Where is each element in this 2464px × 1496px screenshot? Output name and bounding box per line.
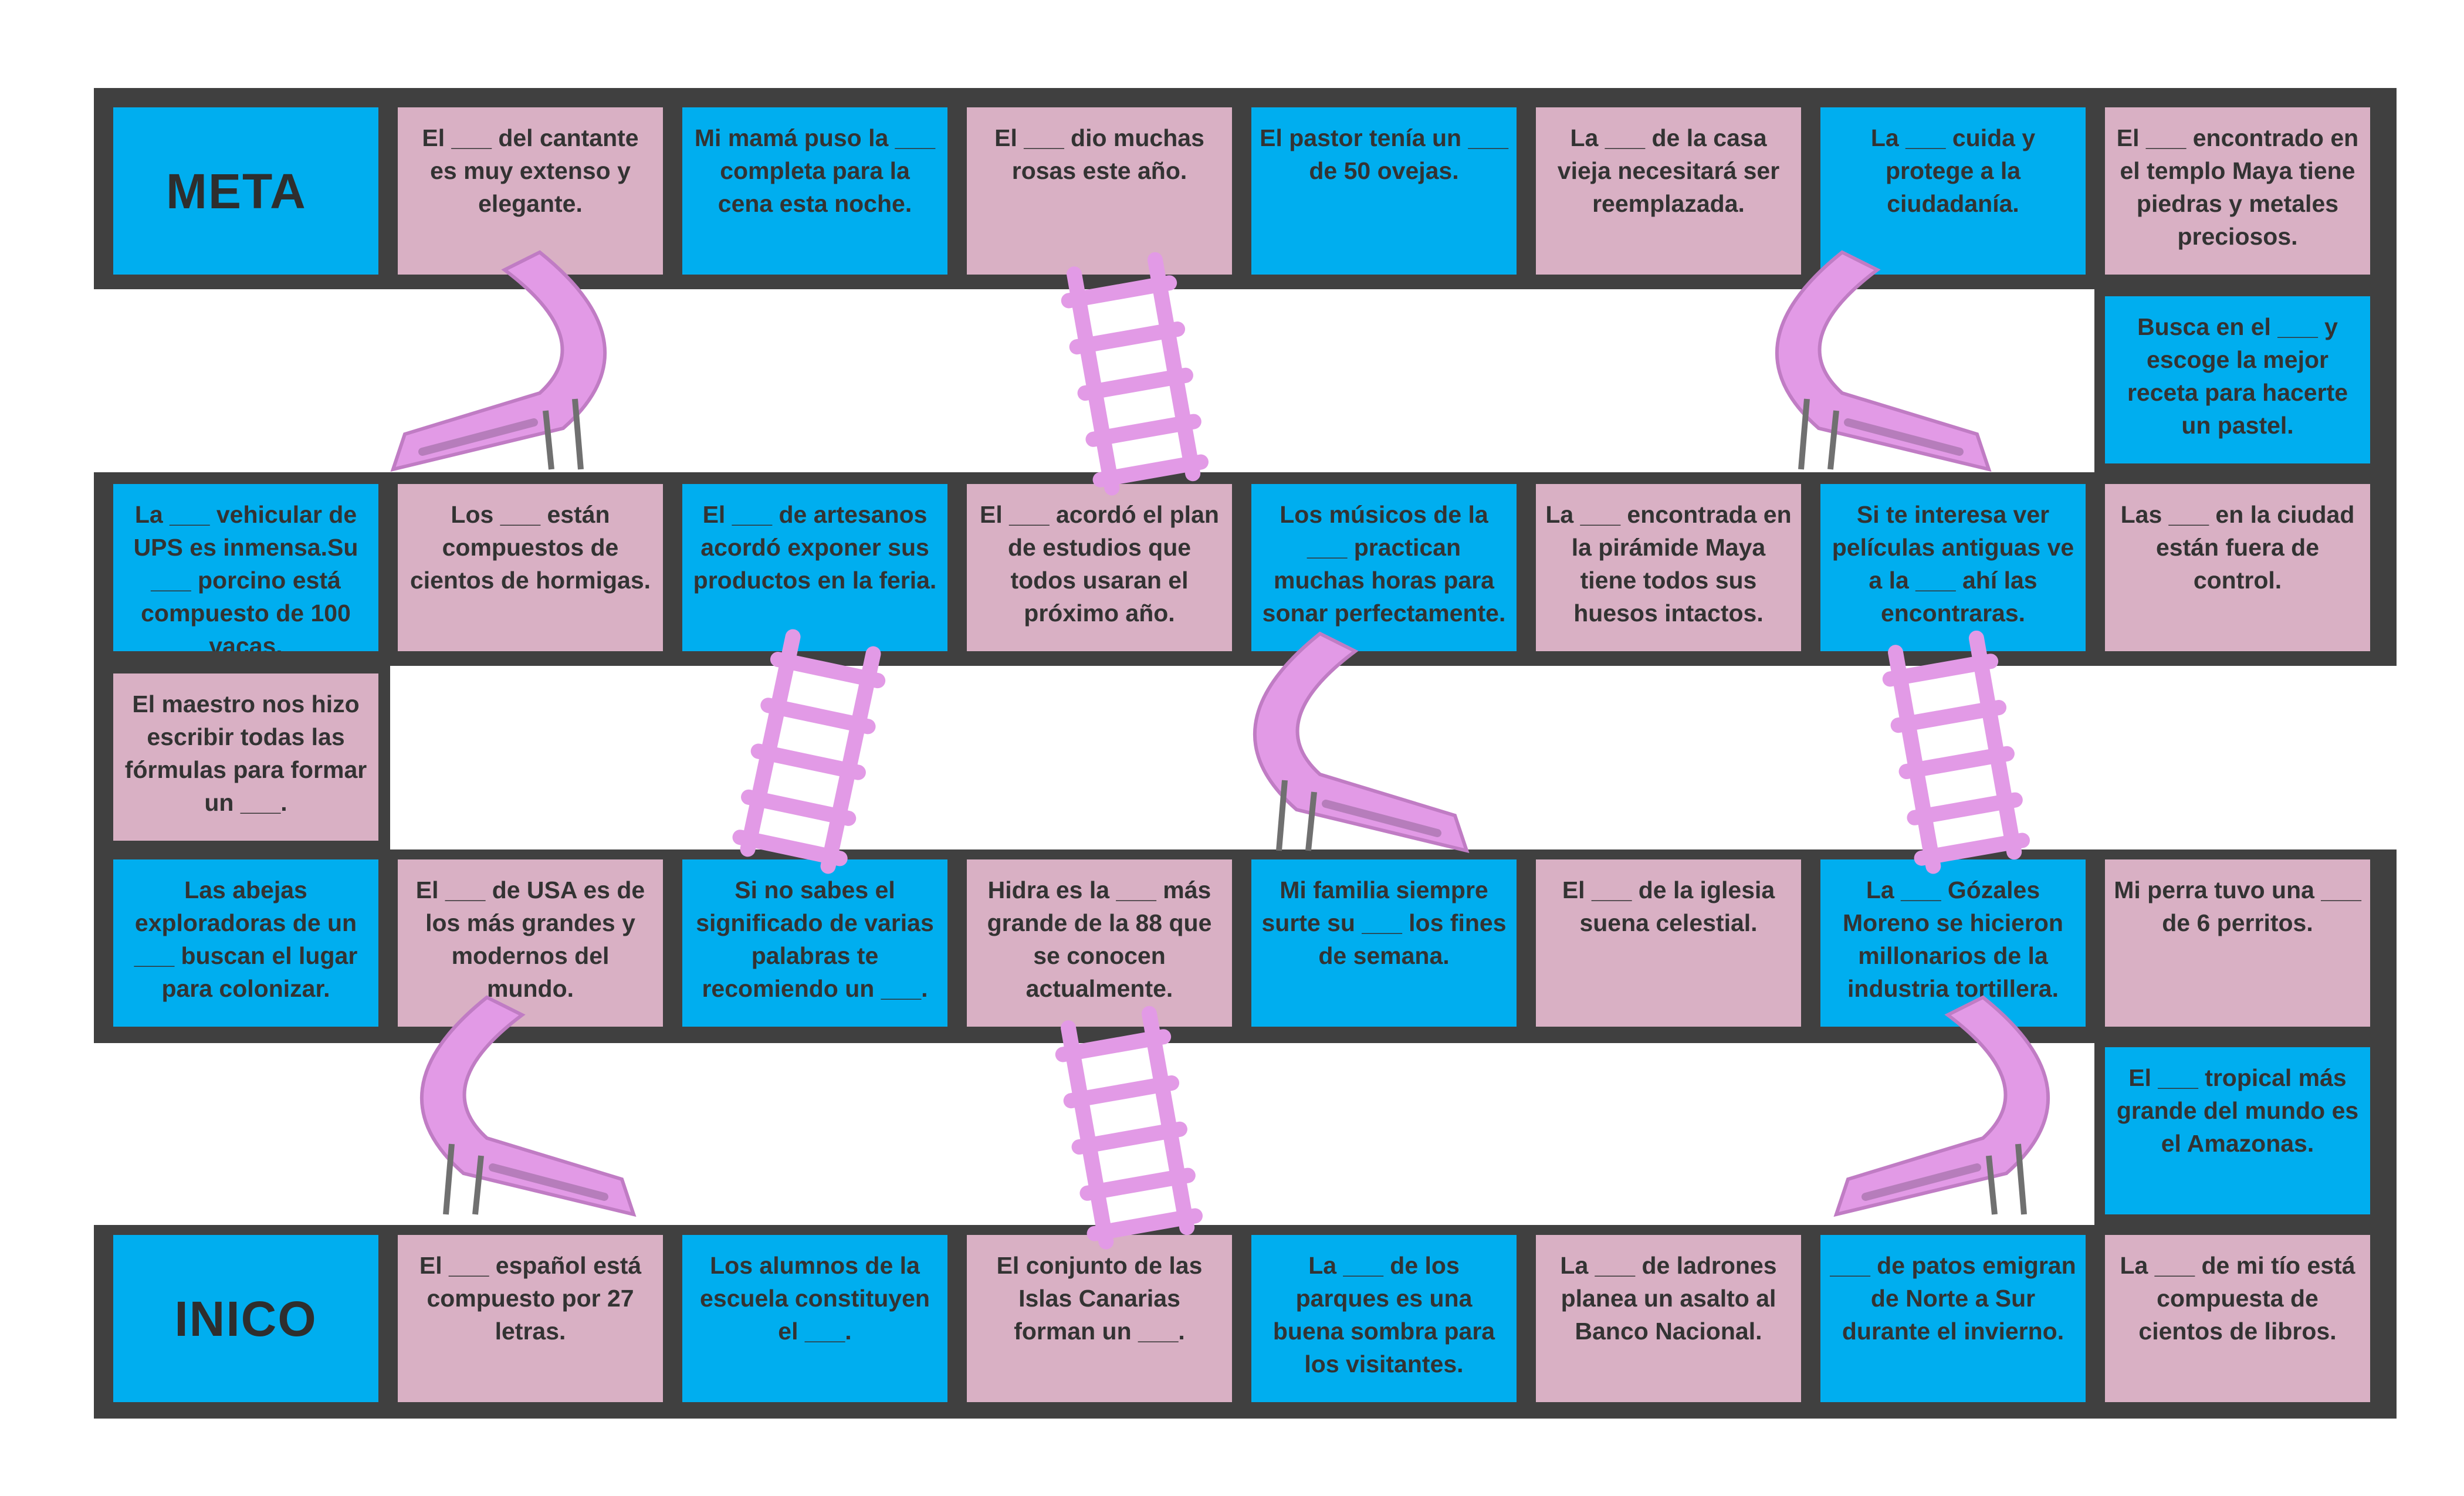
- board-cell: Mi mamá puso la ___ completa para la cen…: [682, 107, 947, 275]
- board-cell: El ___ del cantante es muy extenso y ele…: [398, 107, 663, 275]
- ladder-icon: [730, 633, 891, 869]
- board-cell: Si te interesa ver películas antiguas ve…: [1820, 484, 2086, 651]
- board-cell: El ___ español está compuesto por 27 let…: [398, 1235, 663, 1402]
- board-cell: La ___ de la casa vieja necesitará ser r…: [1536, 107, 1801, 275]
- ladder-icon: [1057, 257, 1210, 491]
- board-cell: Mi perra tuvo una ___ de 6 perritos.: [2105, 859, 2370, 1027]
- board-cell: El ___ encontrado en el templo Maya tien…: [2105, 107, 2370, 275]
- board-cell: Los ___ están compuestos de cientos de h…: [398, 484, 663, 651]
- ladder-icon: [1879, 635, 2032, 869]
- board-cell: El conjunto de las Islas Canarias forman…: [967, 1235, 1232, 1402]
- board-cell: El ___ tropical más grande del mundo es …: [2105, 1047, 2370, 1214]
- board-cell: Si no sabes el significado de varias pal…: [682, 859, 947, 1027]
- board-cell: La ___ cuida y protege a la ciudadanía.: [1820, 107, 2086, 275]
- board-cell: Busca en el ___ y escoge la mejor receta…: [2105, 296, 2370, 463]
- board-cell: El ___ dio muchas rosas este año.: [967, 107, 1232, 275]
- board-cell: La ___ de los parques es una buena sombr…: [1251, 1235, 1517, 1402]
- board-cell: El ___ de artesanos acordó exponer sus p…: [682, 484, 947, 651]
- board-cell: El ___ de la iglesia suena celestial.: [1536, 859, 1801, 1027]
- board-cell: Las abejas exploradoras de un ___ buscan…: [113, 859, 378, 1027]
- board-cell: Los músicos de la ___ practican muchas h…: [1251, 484, 1517, 651]
- slide-icon: [1255, 634, 1467, 851]
- inico-cell: INICO: [113, 1235, 378, 1402]
- board-cell: La ___ de mi tío está compuesta de cient…: [2105, 1235, 2370, 1402]
- board-cell: Hidra es la ___ más grande de la 88 que …: [967, 859, 1232, 1027]
- board-cell: Los alumnos de la escuela constituyen el…: [682, 1235, 947, 1402]
- board-cell: Las ___ en la ciudad están fuera de cont…: [2105, 484, 2370, 651]
- board-cell: El maestro nos hizo escribir todas las f…: [113, 673, 378, 841]
- meta-cell: META: [113, 107, 378, 275]
- board-cell: Mi familia siempre surte su ___ los fine…: [1251, 859, 1517, 1027]
- ladder-icon: [1051, 1011, 1204, 1245]
- board-cell: El pastor tenía un ___ de 50 ovejas.: [1251, 107, 1517, 275]
- board-cell: La ___ encontrada en la pirámide Maya ti…: [1536, 484, 1801, 651]
- board-cell: La ___ Gózales Moreno se hicieron millon…: [1820, 859, 2086, 1027]
- board-cell: El ___ acordó el plan de estudios que to…: [967, 484, 1232, 651]
- board-cell: El ___ de USA es de los más grandes y mo…: [398, 859, 663, 1027]
- board-cell: ___ de patos emigran de Norte a Sur dura…: [1820, 1235, 2086, 1402]
- board-cell: La ___ de ladrones planea un asalto al B…: [1536, 1235, 1801, 1402]
- board-cell: La ___ vehicular de UPS es inmensa.Su __…: [113, 484, 378, 651]
